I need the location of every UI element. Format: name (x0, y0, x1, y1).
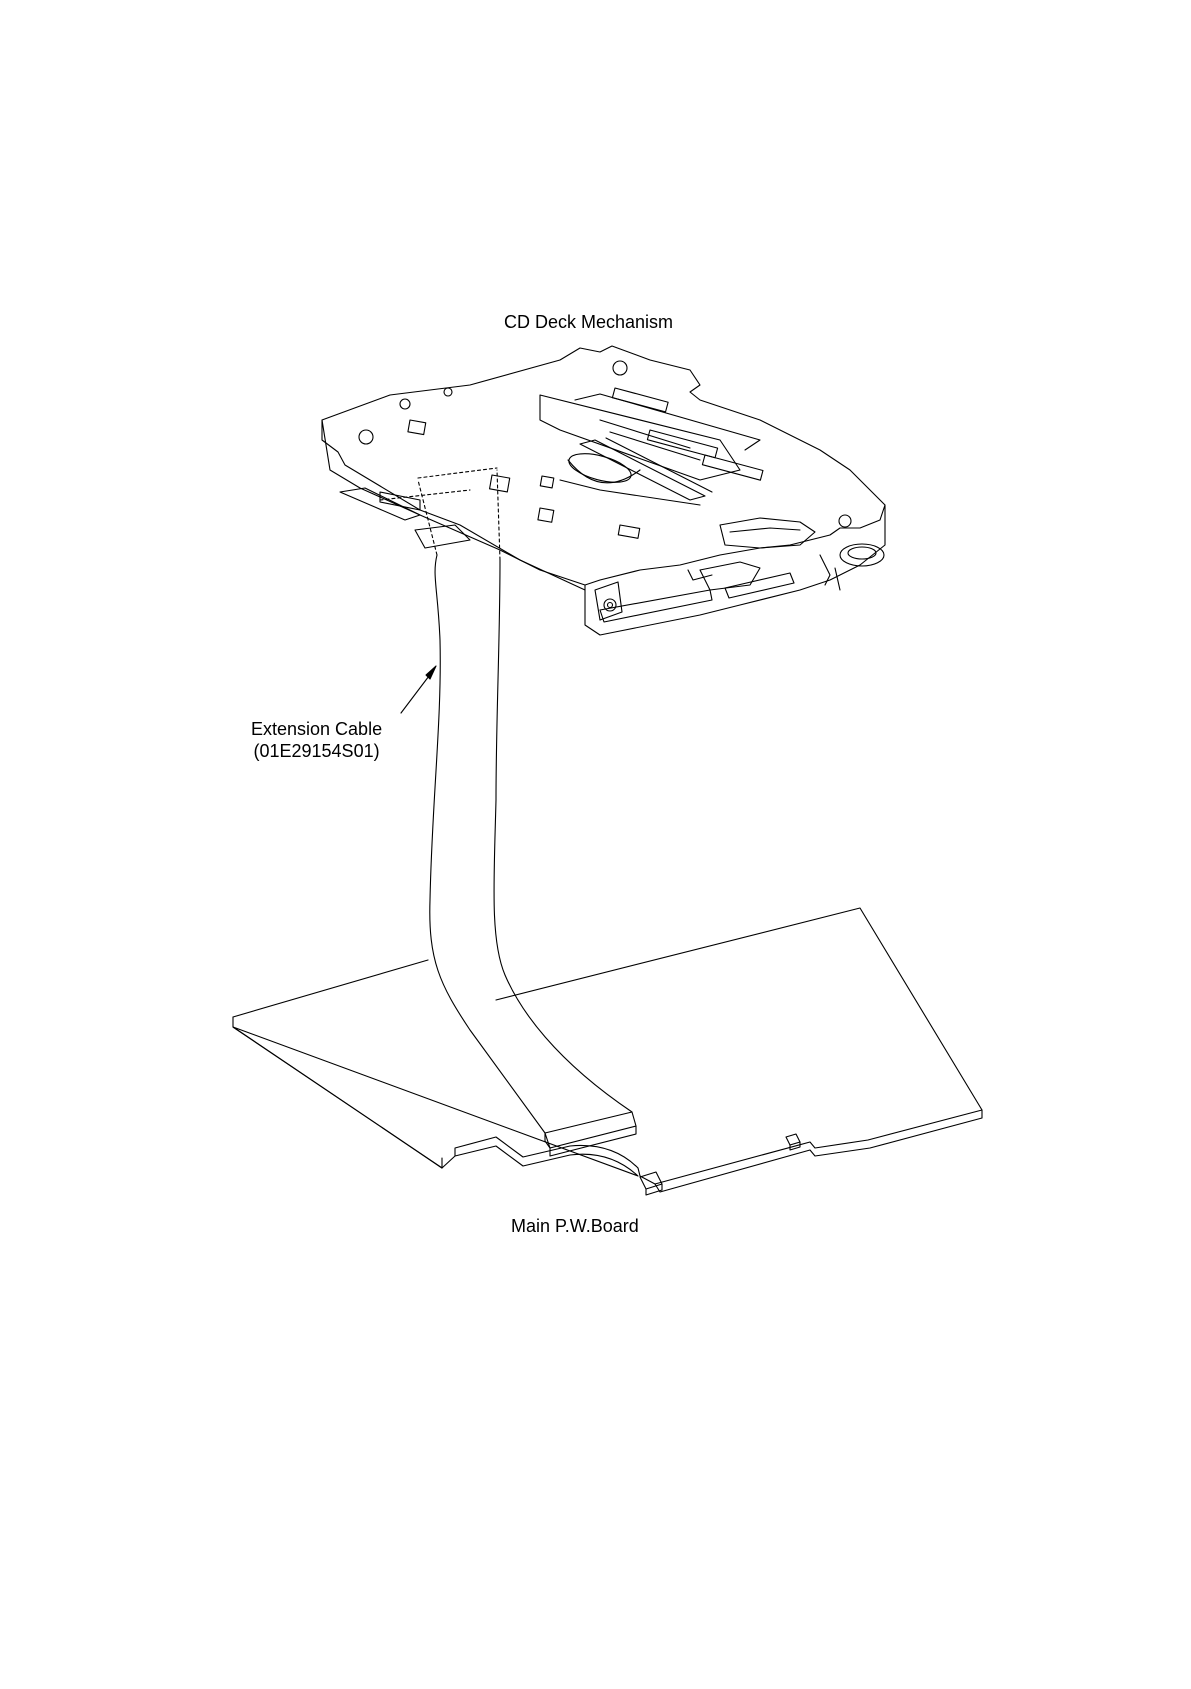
cd-deck-mechanism-label: CD Deck Mechanism (504, 311, 673, 333)
extension-cable-name: Extension Cable (251, 718, 382, 740)
cable-leader-arrow (401, 666, 436, 713)
extension-cable (418, 470, 632, 1133)
cd-deck-mechanism (322, 346, 885, 635)
extension-cable-part-number: (01E29154S01) (251, 740, 382, 762)
extension-cable-label: Extension Cable (01E29154S01) (251, 718, 382, 762)
board-connector (545, 1112, 636, 1156)
main-pw-board (233, 908, 982, 1195)
main-pw-board-label: Main P.W.Board (511, 1215, 639, 1237)
